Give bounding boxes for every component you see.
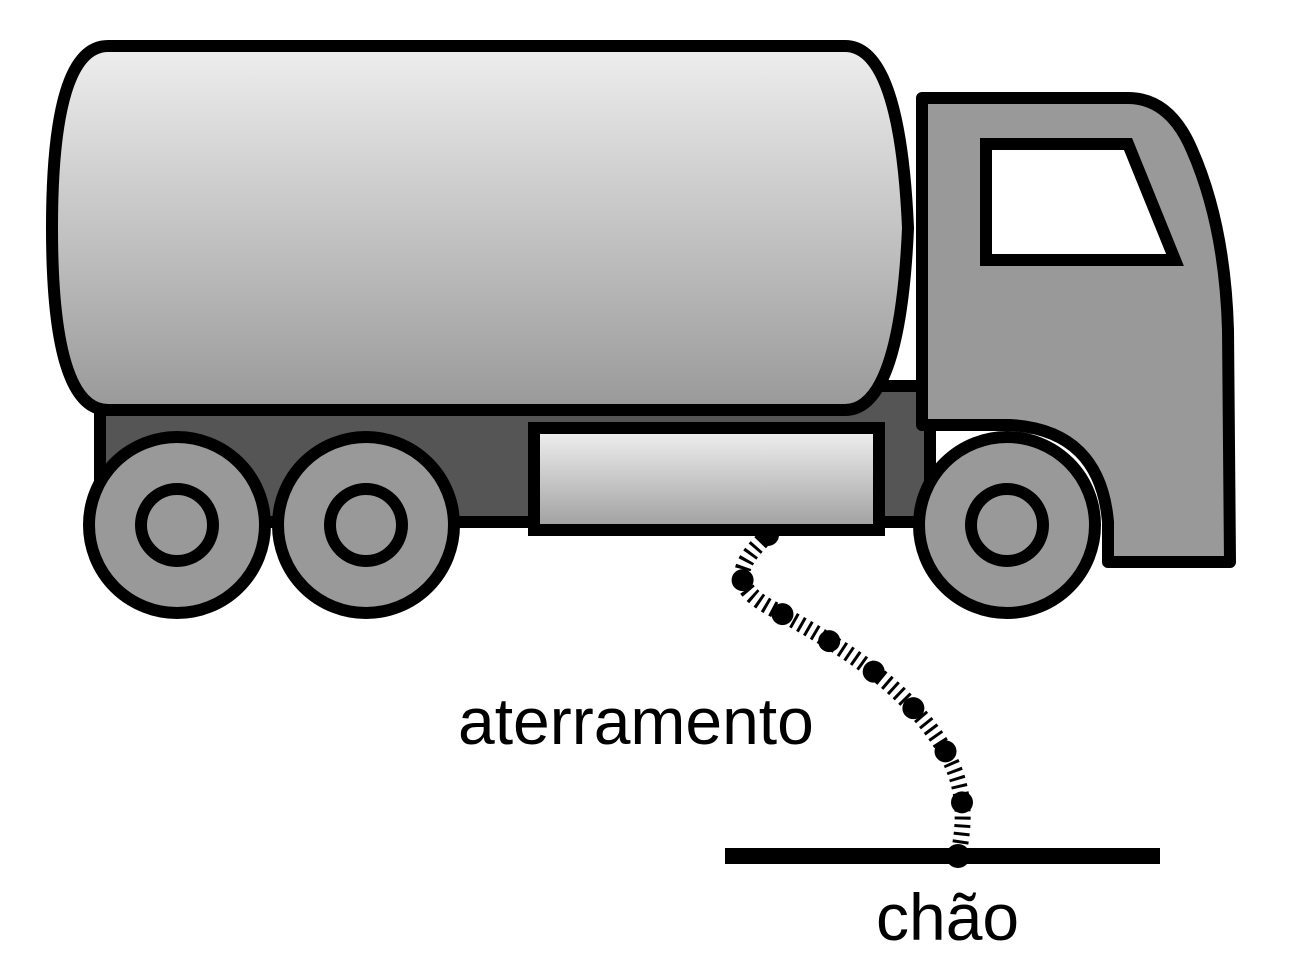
ground-contact-point	[946, 844, 970, 868]
chain-bead	[818, 630, 841, 653]
cab-window	[980, 138, 1184, 266]
grounding-label: aterramento	[458, 684, 814, 758]
ground-label: chão	[876, 880, 1019, 954]
chain-bead	[902, 697, 925, 720]
chain-bead	[934, 740, 957, 763]
chain-bead	[771, 603, 794, 626]
truck-side-box	[528, 422, 885, 536]
chain-bead	[951, 791, 974, 814]
chain-bead	[862, 660, 885, 683]
chain-bead	[757, 524, 779, 546]
truck-tank	[45, 40, 915, 416]
rear-wheel-2	[272, 431, 460, 619]
rear-wheel-1	[83, 431, 271, 619]
chain-bead	[731, 569, 754, 592]
tanker-truck-icon	[45, 40, 1236, 619]
grounding-chain-icon	[731, 524, 974, 867]
front-wheel	[913, 431, 1101, 619]
